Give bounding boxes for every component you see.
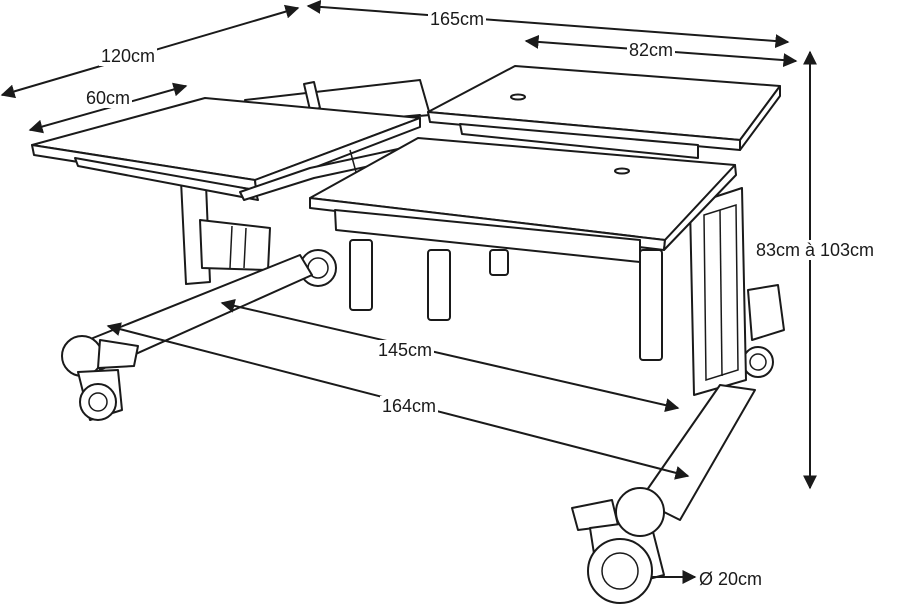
front-right-wheel [571,487,665,604]
back-right-wheel [742,284,785,378]
dim-line-165 [306,0,790,49]
label-height-range: 83cm à 103cm [754,240,877,260]
front-left-wheel [61,335,139,421]
label-wheel-diameter: Ø 20cm [697,569,765,589]
label-base-inner: 145cm [376,340,435,360]
table-top-front-right [309,137,737,263]
label-depth-max: 120cm [99,46,158,66]
label-base-outer: 164cm [380,396,439,416]
table-top-left [31,97,421,201]
left-leg-column [179,159,271,285]
label-top-width: 82cm [627,40,676,60]
base-long-bar [639,384,756,521]
label-depth-top: 60cm [84,88,133,108]
dim-line-60 [28,82,188,134]
table-top-back-right [427,65,781,159]
right-leg-column [689,187,747,396]
label-total-width: 165cm [428,9,487,29]
